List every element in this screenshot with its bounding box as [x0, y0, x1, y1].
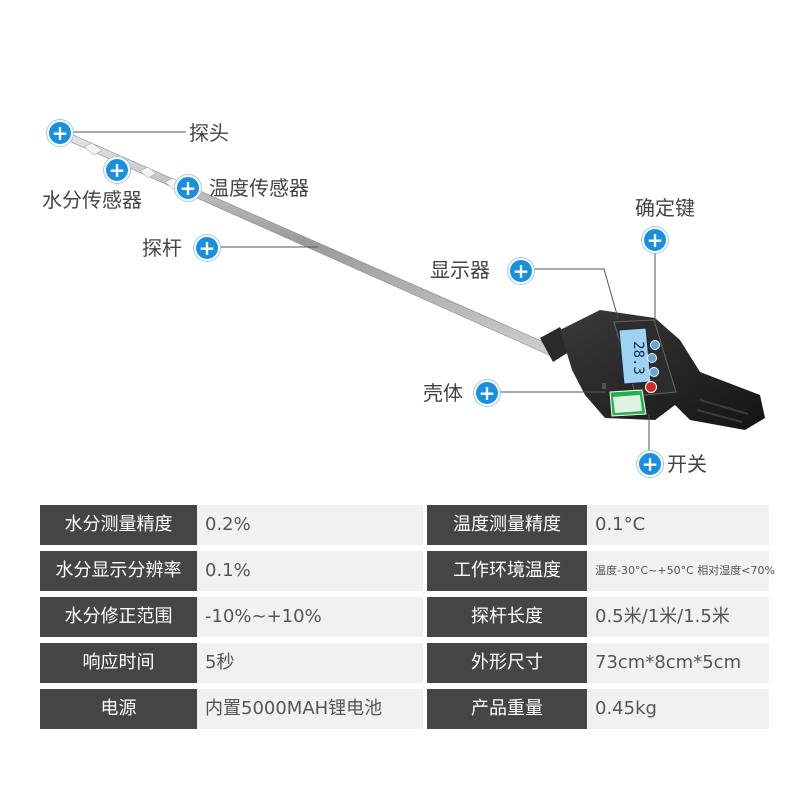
spec-value: 0.1°C: [587, 505, 769, 545]
spec-value: 5秒: [197, 643, 423, 683]
label-moisture-sensor: 水分传感器: [42, 188, 142, 212]
table-row: 响应时间 5秒 外形尺寸 73cm*8cm*5cm: [40, 643, 769, 683]
device-body-shape: [560, 310, 765, 430]
spec-key: 电源: [40, 689, 197, 729]
spec-value: 0.5米/1米/1.5米: [587, 597, 769, 637]
spec-key: 水分测量精度: [40, 505, 197, 545]
display-marker[interactable]: +: [508, 258, 534, 284]
lcd-reading: 28.3: [630, 341, 646, 375]
spec-key: 外形尺寸: [427, 643, 587, 683]
table-row: 水分显示分辨率 0.1% 工作环境温度 温度-30°C~+50°C 相对湿度<7…: [40, 551, 775, 591]
label-probe-rod: 探杆: [142, 236, 182, 260]
confirm-key-marker[interactable]: +: [642, 227, 668, 253]
table-row: 电源 内置5000MAH锂电池 产品重量 0.45kg: [40, 689, 769, 729]
spec-value: 内置5000MAH锂电池: [197, 689, 423, 729]
temp-sensor-marker[interactable]: +: [175, 175, 201, 201]
spec-key: 水分显示分辨率: [40, 551, 197, 591]
spec-key: 探杆长度: [427, 597, 587, 637]
label-switch: 开关: [667, 452, 707, 476]
spec-value: -10%~+10%: [197, 597, 423, 637]
spec-key: 水分修正范围: [40, 597, 197, 637]
label-housing: 壳体: [423, 381, 463, 405]
spec-key: 工作环境温度: [427, 551, 587, 591]
switch-marker[interactable]: +: [637, 451, 663, 477]
spec-key: 响应时间: [40, 643, 197, 683]
label-confirm-key: 确定键: [635, 196, 695, 220]
table-row: 水分修正范围 -10%~+10% 探杆长度 0.5米/1米/1.5米: [40, 597, 769, 637]
label-display: 显示器: [430, 258, 490, 282]
product-diagram: 28.3 + 探头 + 水分传感器 + 温度传感器 探杆 + 显示器 + 确定键…: [42, 120, 765, 477]
spec-key: 产品重量: [427, 689, 587, 729]
moisture-sensor-marker[interactable]: +: [104, 157, 130, 183]
device-illustration: 28.3: [57, 130, 765, 462]
probe-rod-marker[interactable]: +: [194, 235, 220, 261]
spec-value: 0.45kg: [587, 689, 769, 729]
spec-value: 73cm*8cm*5cm: [587, 643, 769, 683]
spec-key: 温度测量精度: [427, 505, 587, 545]
housing-marker[interactable]: +: [474, 380, 500, 406]
spec-value: 0.2%: [197, 505, 423, 545]
leader-lines: [70, 131, 656, 462]
spec-value: 温度-30°C~+50°C 相对湿度<70%: [587, 551, 775, 591]
table-row: 水分测量精度 0.2% 温度测量精度 0.1°C: [40, 505, 769, 545]
probe-head-marker[interactable]: +: [47, 120, 73, 146]
spec-value: 0.1%: [197, 551, 423, 591]
label-probe-head: 探头: [189, 121, 229, 145]
label-temp-sensor: 温度传感器: [209, 176, 309, 200]
